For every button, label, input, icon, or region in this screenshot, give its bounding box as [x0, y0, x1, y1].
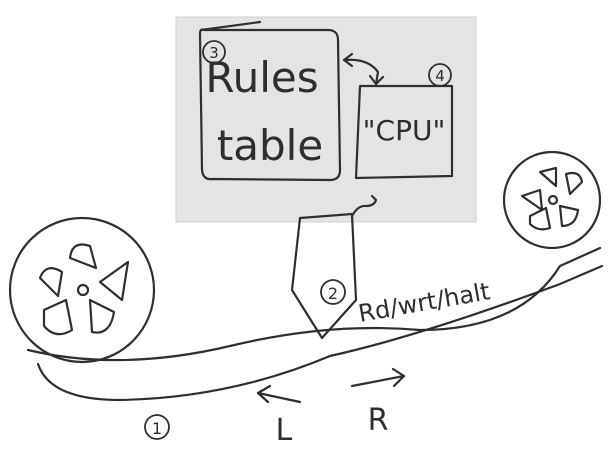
tape-number-badge: 1	[144, 414, 170, 440]
right-tape-reel	[502, 150, 602, 250]
cpu-box	[354, 84, 454, 180]
rules-table-number-badge: 3	[202, 40, 226, 64]
rules-table-line1: Rules	[205, 53, 318, 102]
rules-table-number: 3	[209, 44, 219, 62]
rules-table-box	[198, 20, 342, 182]
rules-cpu-arrow	[342, 52, 385, 86]
cpu-number: 4	[435, 67, 445, 85]
cpu-label: "CPU"	[363, 114, 446, 147]
left-arrow	[256, 384, 302, 404]
head-number: 2	[328, 284, 338, 303]
left-label: L	[276, 413, 293, 448]
tape	[26, 246, 604, 402]
right-label: R	[368, 403, 389, 438]
right-arrow	[350, 367, 406, 388]
head-number-badge: 2	[320, 279, 346, 305]
left-tape-reel	[8, 216, 156, 364]
cpu-number-badge: 4	[428, 63, 452, 87]
read-write-head	[290, 194, 378, 340]
tape-number: 1	[152, 419, 162, 438]
machine-box	[175, 16, 477, 223]
head-ops-label: Rd/wrt/halt	[356, 277, 492, 328]
rules-table-line2: table	[217, 121, 323, 170]
